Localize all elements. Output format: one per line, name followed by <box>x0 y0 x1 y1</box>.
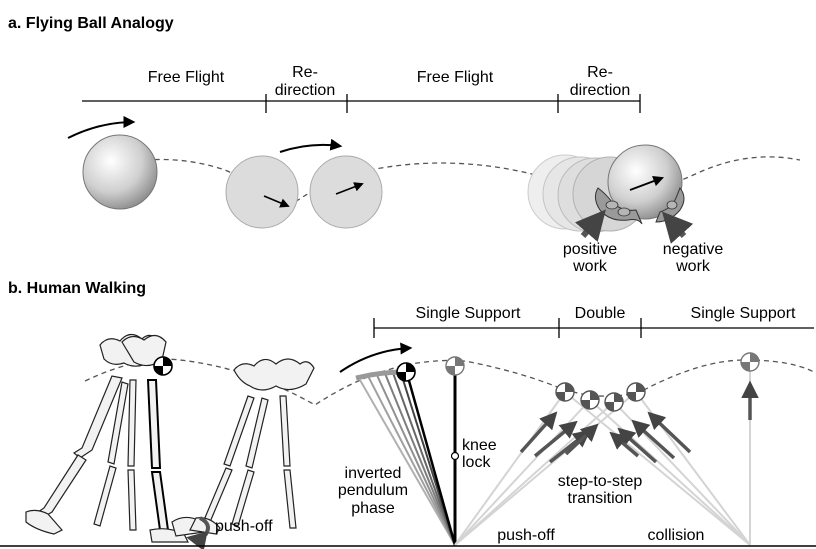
knee-lock-label-line2: lock <box>462 454 491 471</box>
walking-skeleton-2 <box>190 359 314 534</box>
positive-work-label-line2: work <box>572 258 608 275</box>
step-transition-label-line2: transition <box>568 490 633 507</box>
panel-a-title: a. Flying Ball Analogy <box>8 15 174 32</box>
com-marker-icon <box>154 357 172 375</box>
panel-a-phase-bars <box>82 94 640 113</box>
knee-joint-icon <box>452 453 459 460</box>
com-marker-right-icon <box>741 353 759 371</box>
redirect-ball-ghost-1 <box>226 156 298 228</box>
ball-motion-arrow-2 <box>280 145 340 152</box>
inverted-pendulum-label-line3: phase <box>351 500 395 517</box>
com-marker-top-icon <box>446 357 464 375</box>
phase-label-single-support-1: Single Support <box>416 305 522 322</box>
panel-b-title: b. Human Walking <box>8 280 146 297</box>
phase-label-double: Double <box>575 305 626 322</box>
phase-label-free-flight-1: Free Flight <box>148 69 225 86</box>
step-transition-label-line1: step-to-step <box>558 473 643 490</box>
negative-work-label-line1: negative <box>663 241 724 258</box>
inverted-pendulum-label-line2: pendulum <box>338 482 408 499</box>
ball-trajectory <box>84 157 800 206</box>
flying-ball <box>83 135 157 209</box>
collision-label: collision <box>648 527 705 544</box>
redirect-ball-ghost-2 <box>310 156 382 228</box>
phase-label-redirection-2-line1: Re- <box>587 64 613 81</box>
phase-label-redirection-1-line2: direction <box>275 82 335 99</box>
positive-work-label-line1: positive <box>563 241 617 258</box>
negative-work-label-line2: work <box>675 258 711 275</box>
knee-lock-label-line1: knee <box>462 437 497 454</box>
inverted-pendulum-label-line1: inverted <box>345 465 402 482</box>
push-off-label: push-off <box>497 527 555 544</box>
phase-label-redirection-1-line1: Re- <box>292 64 318 81</box>
transition-legs <box>455 368 750 545</box>
push-off-label-left: push-off <box>215 518 273 535</box>
phase-label-single-support-2: Single Support <box>691 305 797 322</box>
phase-label-redirection-2-line2: direction <box>570 82 630 99</box>
com-marker-pendulum-icon <box>397 363 415 381</box>
walking-skeleton-1 <box>26 334 204 542</box>
com-markers-double-support <box>556 383 645 411</box>
phase-label-free-flight-2: Free Flight <box>417 69 494 86</box>
negative-work-arrow <box>666 216 684 236</box>
inverted-pendulum-fan <box>356 370 455 545</box>
